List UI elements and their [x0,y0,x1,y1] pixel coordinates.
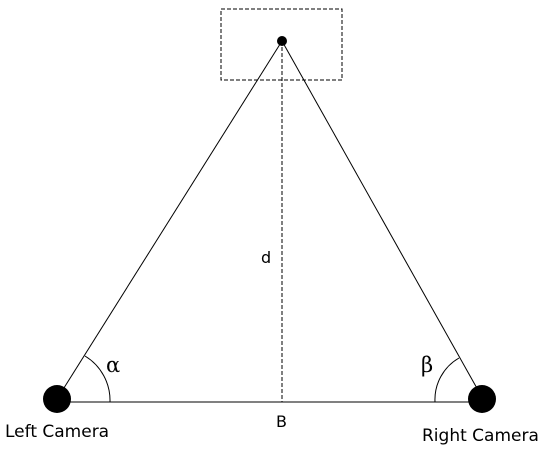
alpha-label: α [106,353,120,377]
beta-label: β [421,353,433,377]
distance-label: d [261,248,271,267]
right-camera-label: Right Camera [422,426,539,446]
baseline-label: B [276,412,287,431]
right-sight-line [281,40,484,400]
right-camera-dot [468,385,496,413]
left-camera-label: Left Camera [5,422,109,442]
left-camera-dot [43,385,71,413]
left-sight-line [56,40,283,400]
beta-angle-arc [434,357,460,403]
target-point [277,36,287,46]
alpha-angle-arc [84,355,111,403]
